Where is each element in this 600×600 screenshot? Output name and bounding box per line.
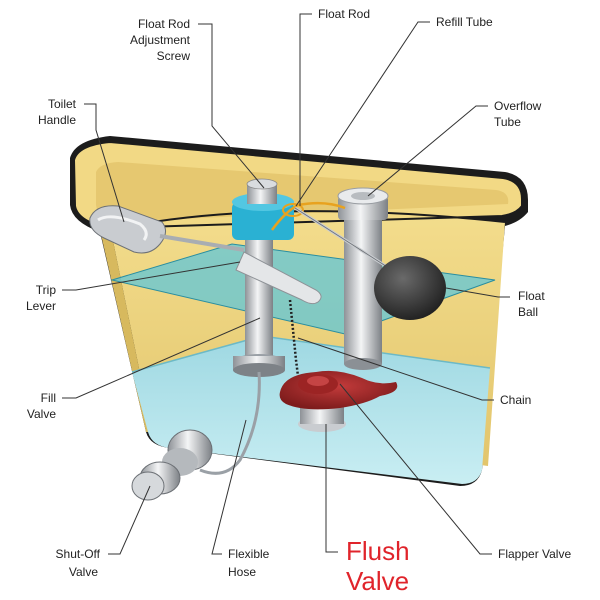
fill-valve-assembly <box>232 178 294 377</box>
label-flapper-valve: Flapper Valve <box>498 547 571 561</box>
fill-valve-column <box>245 220 273 360</box>
label-flexible-hose-2: Hose <box>228 565 256 579</box>
label-flexible-hose-1: Flexible <box>228 547 270 561</box>
label-float-rod: Float Rod <box>318 7 370 21</box>
labels: Float Rod Adjustment Screw Float Rod Ref… <box>26 7 572 596</box>
label-trip-lever-1: Trip <box>36 283 57 297</box>
toilet-handle-assembly <box>89 205 322 305</box>
label-shut-off-valve-1: Shut-Off <box>56 547 101 561</box>
trip-lever <box>235 251 322 305</box>
label-overflow-tube-1: Overflow <box>494 99 542 113</box>
adjustment-screw <box>247 184 277 204</box>
fill-valve-cap <box>232 202 294 240</box>
label-float-rod-adjustment-screw-3: Screw <box>157 49 191 63</box>
label-shut-off-valve-2: Valve <box>69 565 98 579</box>
overflow-tube-assembly <box>337 187 389 370</box>
flapper-chain <box>288 299 300 377</box>
flush-valve-assembly <box>279 370 398 432</box>
label-flush-valve-1: Flush <box>346 536 410 566</box>
label-overflow-tube-2: Tube <box>494 115 521 129</box>
label-toilet-handle-1: Toilet <box>48 97 77 111</box>
tank-opening <box>96 162 509 222</box>
label-toilet-handle-2: Handle <box>38 113 76 127</box>
label-flush-valve-2: Valve <box>346 566 409 596</box>
label-chain: Chain <box>500 393 531 407</box>
float-ball <box>374 256 446 320</box>
leader-lines <box>62 13 510 555</box>
label-refill-tube: Refill Tube <box>436 15 493 29</box>
label-float-rod-adjustment-screw-2: Adjustment <box>130 33 191 47</box>
label-fill-valve-2: Valve <box>27 407 56 421</box>
label-float-ball-2: Ball <box>518 305 538 319</box>
flexible-hose <box>199 371 261 475</box>
label-float-ball-1: Float <box>518 289 545 303</box>
label-fill-valve-1: Fill <box>41 391 56 405</box>
toilet-tank <box>70 136 528 486</box>
label-float-rod-adjustment-screw-1: Float Rod <box>138 17 190 31</box>
label-trip-lever-2: Lever <box>26 299 56 313</box>
